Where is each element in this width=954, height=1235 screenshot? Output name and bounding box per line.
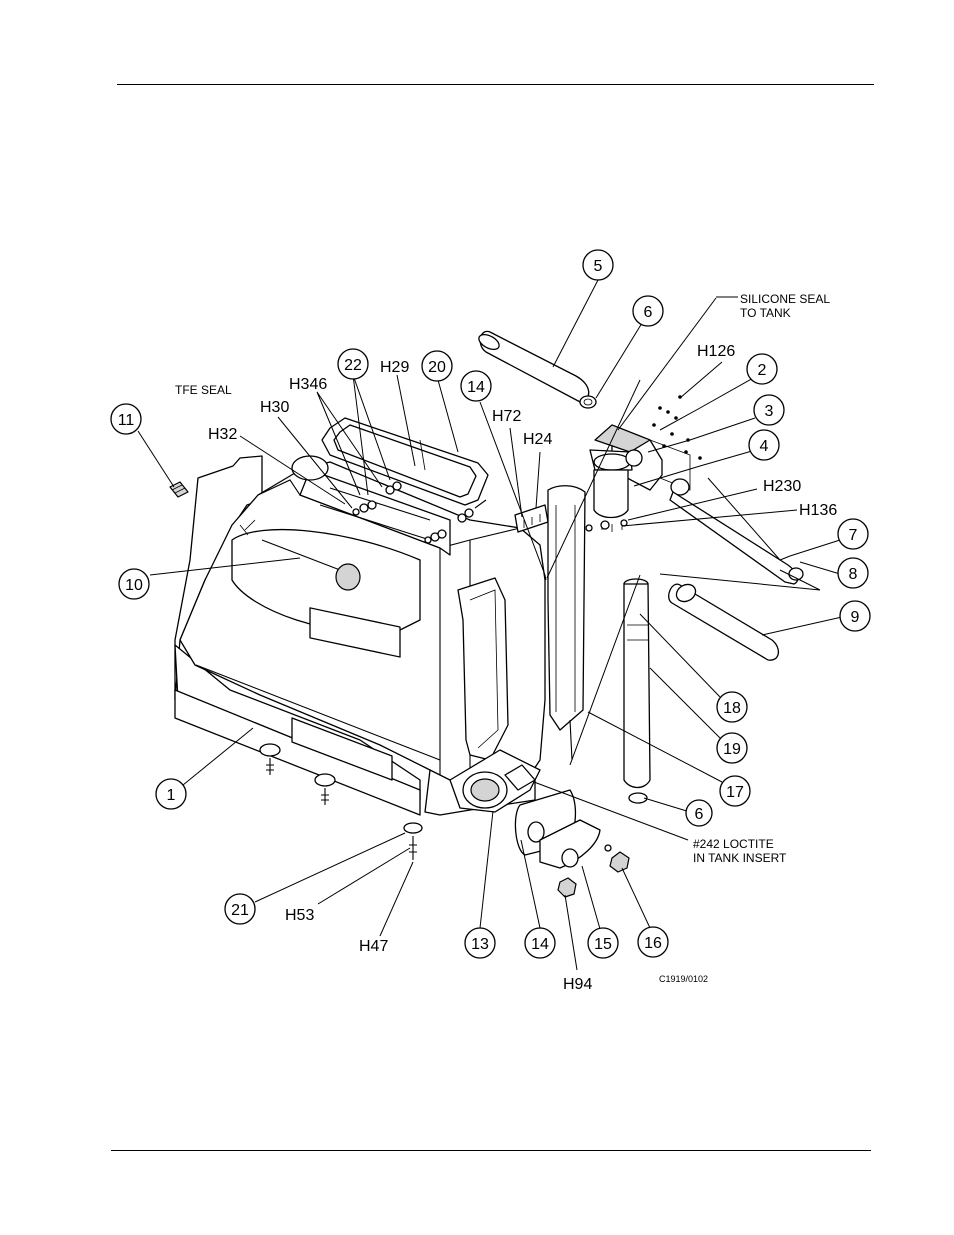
leader-lines [137,279,843,971]
svg-text:8: 8 [849,566,858,583]
svg-text:7: 7 [849,527,858,544]
svg-text:2: 2 [758,362,767,379]
balloon-7: 7 [837,518,869,550]
note-loctite-2: IN TANK INSERT [693,851,787,865]
balloon-10: 10 [118,568,150,600]
coupler-6-top [579,395,597,409]
svg-text:5: 5 [594,258,603,275]
bottom-rule [111,1150,871,1151]
svg-text:20: 20 [428,359,446,376]
label-h94: H94 [563,976,592,993]
balloon-19: 19 [716,732,748,764]
balloon-1: 1 [155,778,187,810]
svg-text:14: 14 [531,936,549,953]
pipe-9 [668,583,779,661]
note-loctite-1: #242 LOCTITE [693,837,774,851]
balloon-15: 15 [587,927,619,959]
note-silicone-seal-2: TO TANK [740,306,791,320]
balloon-5: 5 [582,249,614,281]
svg-text:3: 3 [765,403,774,420]
balloon-2: 2 [746,353,778,385]
svg-text:9: 9 [851,609,860,626]
balloon-16: 16 [637,926,669,958]
balloon-17: 17 [719,775,751,807]
hardware-labels: H126 H230 H136 H346 H29 H30 H32 H72 H24 … [208,343,837,993]
balloon-3: 3 [753,394,785,426]
drawing-code: C1919/0102 [659,974,708,984]
feet-bolts [259,743,423,860]
svg-text:16: 16 [644,935,662,952]
label-h47: H47 [359,938,388,955]
svg-text:1: 1 [167,787,176,804]
label-h136: H136 [799,502,837,519]
svg-text:10: 10 [125,577,143,594]
hardware-cluster [352,481,487,544]
filter-housing [585,395,702,532]
part-balloons: 5 6 2 3 4 7 8 9 18 19 17 6 14 20 22 11 1… [110,249,871,959]
svg-text:21: 21 [231,902,249,919]
balloon-20: 20 [421,350,453,382]
tube-18-19 [623,578,651,804]
svg-text:18: 18 [723,700,741,717]
balloon-12: 14 [460,370,492,402]
top-rule [117,84,874,85]
label-h53: H53 [285,907,314,924]
balloon-13: 13 [464,927,496,959]
label-h30: H30 [260,399,289,416]
svg-text:15: 15 [594,936,612,953]
svg-text:22: 22 [344,357,362,374]
note-tfe-seal: TFE SEAL [175,383,232,397]
fitting-11 [169,481,189,498]
balloon-21: 21 [224,893,256,925]
svg-text:6: 6 [644,304,653,321]
label-h126: H126 [697,343,735,360]
balloon-4: 4 [748,429,780,461]
pipe-7 [669,478,804,585]
hose-17 [547,485,586,761]
label-h72: H72 [492,408,521,425]
svg-text:6: 6 [695,806,704,823]
balloon-6-top: 6 [632,295,664,327]
balloon-11: 11 [110,403,142,435]
svg-text:11: 11 [118,412,135,429]
balloon-6-bottom: 6 [685,799,713,827]
svg-text:17: 17 [726,784,744,801]
svg-text:14: 14 [467,379,485,396]
label-h29: H29 [380,359,409,376]
svg-text:4: 4 [760,438,769,455]
label-h24: H24 [523,431,552,448]
balloon-9: 9 [839,600,871,632]
balloon-14: 14 [524,927,556,959]
label-h32: H32 [208,426,237,443]
balloon-8: 8 [837,557,869,589]
label-h230: H230 [763,478,801,495]
balloon-18: 18 [716,691,748,723]
outlet-assembly [449,749,630,898]
label-h346: H346 [289,376,327,393]
lid-gasket [321,417,489,506]
svg-text:13: 13 [471,936,489,953]
svg-text:19: 19 [723,741,741,758]
pipe-5 [478,330,590,404]
notes: TFE SEAL SILICONE SEAL TO TANK #242 LOCT… [175,292,830,984]
note-silicone-seal-1: SILICONE SEAL [740,292,830,306]
balloon-22: 22 [337,348,369,380]
